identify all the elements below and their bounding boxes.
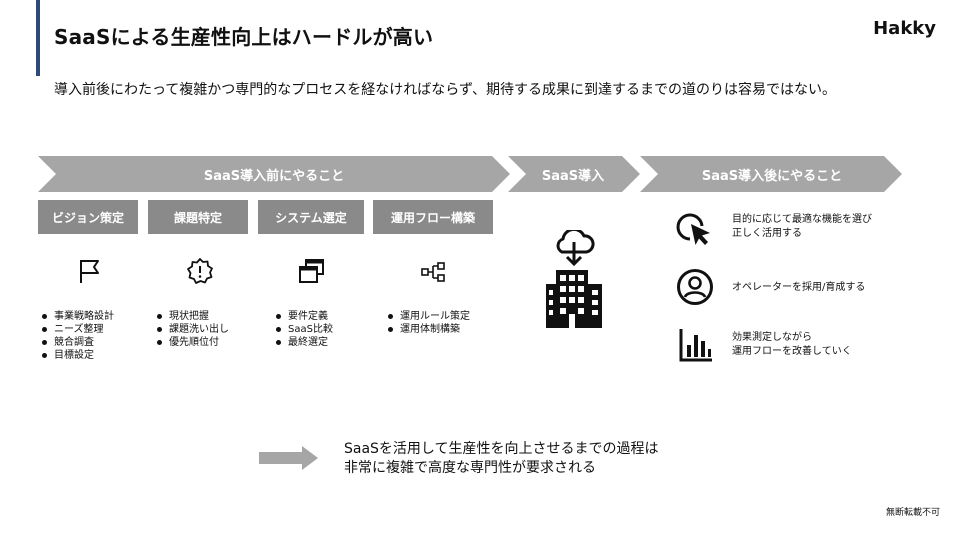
bar-chart-icon [679,329,712,362]
copyright-note: 無断転載不可 [885,508,940,518]
list-item: 目標設定 [40,349,114,362]
task-flow: 運用フロー構築 [373,200,493,234]
list-item: 最終選定 [274,336,333,349]
brand-logo: Hakky [873,18,936,39]
list-item: ニーズ整理 [40,323,114,336]
flag-icon [80,260,99,283]
page-title: SaaSによる生産性向上はハードルが高い [54,25,434,49]
windows-icon [299,259,324,283]
task-system: システム選定 [258,200,364,234]
conclusion-text: SaaSを活用して生産性を向上させるまでの過程は 非常に複雑で高度な専門性が要求… [344,441,659,476]
list-item: 優先順位付 [155,336,229,349]
list-item: 運用ルール策定 [386,310,470,323]
bullets-vision: 事業戦略設計 ニーズ整理 競合調査 目標設定 [40,310,114,362]
phase-chevron-during [508,156,640,192]
operator-icon [677,269,713,305]
bullets-system: 要件定義 SaaS比較 最終選定 [274,310,333,349]
list-item: 課題洗い出し [155,323,229,336]
list-item: 事業戦略設計 [40,310,114,323]
cursor-click-icon [676,213,710,245]
list-item: 現状把握 [155,310,229,323]
task-issue: 課題特定 [148,200,248,234]
conclusion-arrow-icon [259,446,318,470]
list-item: 競合調査 [40,336,114,349]
list-item: 運用体制構築 [386,323,470,336]
title-accent-bar [36,0,40,76]
phase-chevron-before [38,156,510,192]
alert-badge-icon [187,258,213,284]
after-item-1: 目的に応じて最適な機能を選び 正しく活用する [732,214,872,239]
task-vision: ビジョン策定 [38,200,138,234]
phase-label-before: SaaS導入前にやること [203,169,345,184]
after-item-3: 効果測定しながら 運用フローを改善していく [732,332,852,357]
phase-label-after: SaaS導入後にやること [701,169,843,184]
bullets-flow: 運用ルール策定 運用体制構築 [386,310,470,336]
page-subtitle: 導入前後にわたって複雑かつ専門的なプロセスを経なければならず、期待する成果に到達… [54,82,837,98]
phase-label-during: SaaS導入 [541,169,605,184]
after-item-2: オペレーターを採用/育成する [732,282,866,293]
list-item: SaaS比較 [274,323,333,336]
bullets-issue: 現状把握 課題洗い出し 優先順位付 [155,310,229,349]
list-item: 要件定義 [274,310,333,323]
phase-chevron-after [640,156,902,192]
flow-tree-icon [421,262,445,282]
cloud-building-icon [546,230,602,328]
